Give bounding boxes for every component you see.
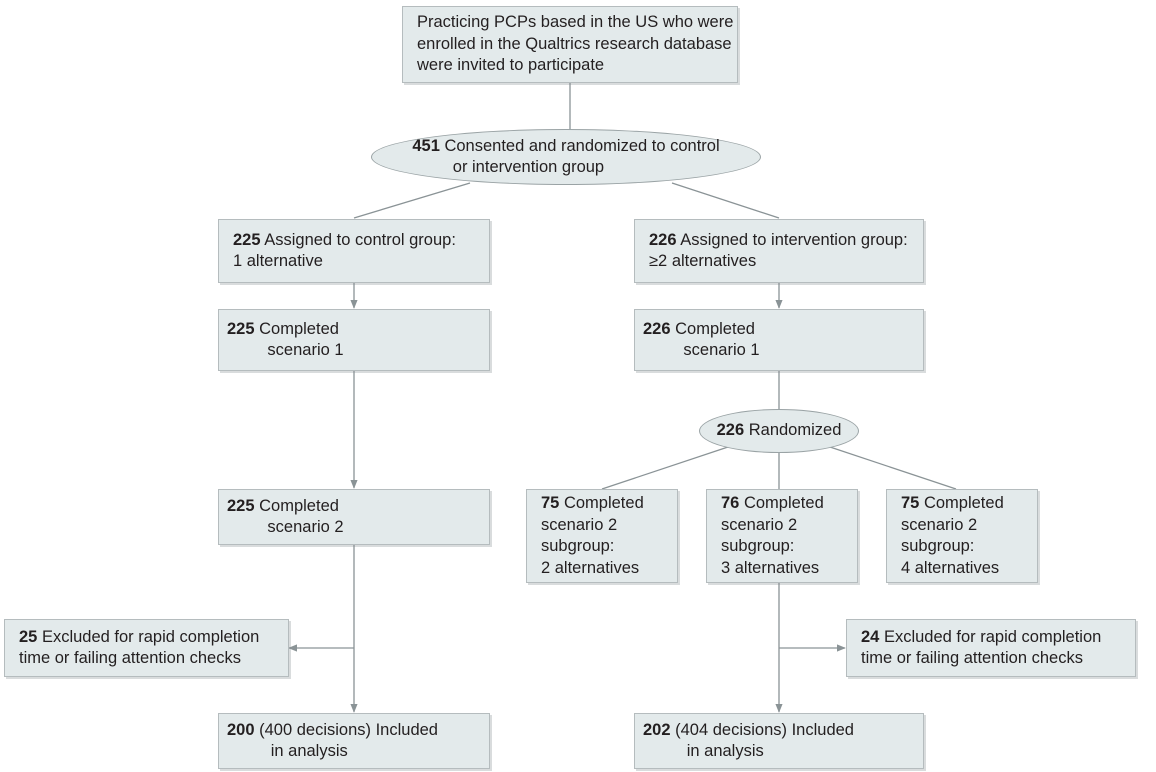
node-eligibility-line-3: were invited to participate bbox=[417, 56, 605, 75]
node-control-scenario2-text-1: Completed bbox=[259, 496, 339, 515]
node-subgroup-3alt: 76 Completed scenario 2 subgroup: 3 alte… bbox=[706, 489, 858, 583]
node-included-intervention-line-2: in analysis bbox=[686, 742, 764, 760]
node-subgroup-2alt-line-2: scenario 2 bbox=[541, 515, 618, 534]
node-intervention-scenario1: 226 Completed scenario 1 bbox=[634, 309, 924, 371]
node-control-assigned: 225 Assigned to control group: 1 alterna… bbox=[218, 219, 490, 283]
node-excluded-control-count: 25 bbox=[19, 627, 38, 646]
node-consented: 451 Consented and randomized to control … bbox=[371, 129, 761, 185]
node-subgroup-2alt-line-1: 75 Completed bbox=[541, 493, 669, 515]
node-consented-line-2: or intervention group bbox=[452, 158, 605, 176]
node-subgroup-2alt-line-3: subgroup: bbox=[541, 537, 615, 555]
node-intervention-scenario1-text-1: Completed bbox=[675, 319, 755, 338]
node-randomized: 226 Randomized bbox=[699, 409, 859, 453]
node-subgroup-4alt-text-1: Completed bbox=[923, 494, 1004, 512]
node-eligibility-line-1: Practicing PCPs based in the US who were bbox=[417, 13, 734, 32]
node-included-control-count: 200 bbox=[227, 720, 255, 739]
node-eligibility: Practicing PCPs based in the US who were… bbox=[402, 6, 738, 83]
connector-randomized-to-subgroup-4alt bbox=[826, 445, 957, 490]
node-included-control: 200 (400 decisions) Included in analysis bbox=[218, 713, 490, 769]
connector-randomized-to-subgroup-2alt bbox=[601, 445, 732, 490]
node-intervention-assigned-text-1: Assigned to intervention group: bbox=[680, 230, 908, 249]
node-included-intervention-count: 202 bbox=[643, 720, 671, 739]
node-control-scenario2-line-1: 225 Completed bbox=[227, 496, 481, 518]
node-control-scenario1-count: 225 bbox=[227, 319, 255, 338]
node-subgroup-4alt-line-3: subgroup: bbox=[901, 537, 975, 555]
node-subgroup-2alt-count: 75 bbox=[541, 494, 560, 512]
node-intervention-assigned: 226 Assigned to intervention group: ≥2 a… bbox=[634, 219, 924, 283]
node-consented-count: 451 bbox=[412, 136, 440, 155]
node-excluded-intervention: 24 Excluded for rapid completion time or… bbox=[846, 619, 1136, 677]
node-intervention-scenario1-line-2: scenario 1 bbox=[683, 341, 760, 359]
node-excluded-control-line-2: time or failing attention checks bbox=[19, 649, 241, 667]
node-eligibility-line-2: enrolled in the Qualtrics research datab… bbox=[417, 34, 732, 53]
connector-consented-to-control bbox=[353, 182, 471, 219]
node-subgroup-3alt-count: 76 bbox=[721, 494, 740, 512]
node-included-intervention: 202 (404 decisions) Included in analysis bbox=[634, 713, 924, 769]
node-subgroup-2alt: 75 Completed scenario 2 subgroup: 2 alte… bbox=[526, 489, 678, 583]
node-subgroup-3alt-text-1: Completed bbox=[743, 494, 824, 512]
node-included-control-line-1: 200 (400 decisions) Included bbox=[227, 720, 481, 742]
node-subgroup-3alt-line-3: subgroup: bbox=[721, 537, 795, 555]
node-control-assigned-text-1: Assigned to control group: bbox=[264, 230, 456, 249]
node-excluded-intervention-text-1: Excluded for rapid completion bbox=[883, 627, 1102, 646]
node-subgroup-3alt-line-2: scenario 2 bbox=[721, 515, 798, 534]
node-control-scenario1-line-2: scenario 1 bbox=[267, 341, 344, 359]
node-intervention-assigned-line-1: 226 Assigned to intervention group: bbox=[649, 230, 915, 252]
node-control-scenario1-line-1: 225 Completed bbox=[227, 319, 481, 341]
node-excluded-intervention-line-2: time or failing attention checks bbox=[861, 649, 1083, 667]
node-control-scenario2-line-2: scenario 2 bbox=[267, 518, 344, 536]
node-excluded-intervention-count: 24 bbox=[861, 627, 880, 646]
node-control-scenario2: 225 Completed scenario 2 bbox=[218, 489, 490, 545]
node-randomized-line-1: 226 Randomized bbox=[717, 420, 842, 442]
node-subgroup-4alt: 75 Completed scenario 2 subgroup: 4 alte… bbox=[886, 489, 1038, 583]
node-included-control-text-1: (400 decisions) Included bbox=[259, 720, 438, 739]
node-control-assigned-line-1: 225 Assigned to control group: bbox=[233, 230, 481, 252]
node-excluded-control: 25 Excluded for rapid completion time or… bbox=[4, 619, 289, 677]
node-excluded-control-line-1: 25 Excluded for rapid completion bbox=[19, 627, 280, 649]
node-subgroup-4alt-line-2: scenario 2 bbox=[901, 515, 978, 534]
node-control-scenario2-count: 225 bbox=[227, 496, 255, 515]
node-excluded-control-text-1: Excluded for rapid completion bbox=[41, 627, 260, 646]
node-control-scenario1: 225 Completed scenario 1 bbox=[218, 309, 490, 371]
node-subgroup-4alt-line-4: 4 alternatives bbox=[901, 558, 1000, 577]
node-subgroup-4alt-count: 75 bbox=[901, 494, 920, 512]
node-subgroup-3alt-line-1: 76 Completed bbox=[721, 493, 849, 515]
node-included-intervention-text-1: (404 decisions) Included bbox=[675, 720, 854, 739]
node-excluded-intervention-line-1: 24 Excluded for rapid completion bbox=[861, 627, 1127, 649]
node-included-control-line-2: in analysis bbox=[270, 742, 348, 760]
node-control-assigned-line-2: 1 alternative bbox=[233, 252, 323, 270]
node-intervention-scenario1-line-1: 226 Completed bbox=[643, 319, 915, 341]
node-included-intervention-line-1: 202 (404 decisions) Included bbox=[643, 720, 915, 742]
node-subgroup-2alt-line-4: 2 alternatives bbox=[541, 558, 640, 577]
node-randomized-count: 226 bbox=[716, 421, 745, 440]
connector-consented-to-intervention bbox=[671, 182, 780, 219]
node-control-scenario1-text-1: Completed bbox=[259, 319, 339, 338]
node-intervention-scenario1-count: 226 bbox=[643, 319, 671, 338]
node-consented-line-1: 451 Consented and randomized to control bbox=[412, 136, 719, 158]
node-intervention-assigned-line-2: ≥2 alternatives bbox=[649, 252, 757, 270]
node-intervention-assigned-count: 226 bbox=[649, 230, 677, 249]
node-randomized-text-1: Randomized bbox=[748, 421, 842, 440]
node-consented-text-1: Consented and randomized to control bbox=[444, 136, 720, 155]
node-subgroup-4alt-line-1: 75 Completed bbox=[901, 493, 1029, 515]
node-subgroup-2alt-text-1: Completed bbox=[563, 494, 644, 512]
node-subgroup-3alt-line-4: 3 alternatives bbox=[721, 558, 820, 577]
node-control-assigned-count: 225 bbox=[233, 230, 261, 249]
